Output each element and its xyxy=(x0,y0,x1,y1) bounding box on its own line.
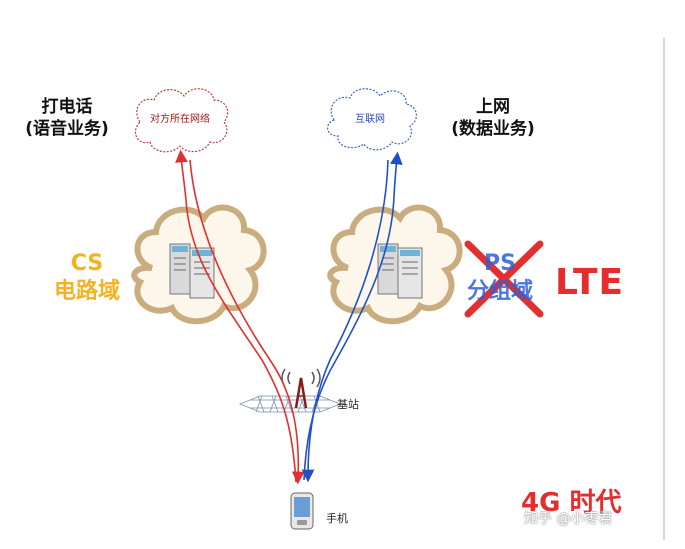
ps-label-line2: 分组域 xyxy=(466,279,533,304)
data-service-title: 上网 (数据业务) xyxy=(438,96,548,140)
destination-network-label: 对方所在网络 xyxy=(150,114,210,125)
ps-label-line1: PS xyxy=(484,251,516,276)
ps-crossed-out-icon xyxy=(464,240,544,318)
lte-label: LTE xyxy=(555,262,625,303)
voice-title-line2: (语音业务) xyxy=(25,119,109,139)
cs-label-line1: CS xyxy=(70,251,104,276)
phone-label: 手机 xyxy=(326,512,348,525)
internet-label: 互联网 xyxy=(355,114,385,125)
cs-label-line2: 电路域 xyxy=(53,279,120,304)
destination-network-cloud xyxy=(135,88,229,153)
base-station-label: 基站 xyxy=(337,398,359,411)
mobile-phone-icon xyxy=(290,492,314,530)
cs-domain-label: CS 电路域 xyxy=(42,250,132,306)
voice-service-title: 打电话 (语音业务) xyxy=(22,96,112,140)
watermark: 知乎 @小枣君 xyxy=(524,511,613,527)
data-arrow-down xyxy=(301,159,389,483)
ps-domain-label: PS 分组域 xyxy=(460,250,540,306)
voice-call-arrow xyxy=(175,149,297,483)
internet-cloud xyxy=(327,88,417,151)
data-title-line1: 上网 xyxy=(476,97,510,117)
cs-core-server-icon xyxy=(169,243,215,299)
voice-title-line1: 打电话 xyxy=(41,97,93,117)
era-label: 4G 时代 xyxy=(521,488,622,518)
voice-call-arrow-down xyxy=(189,159,305,485)
data-title-line2: (数据业务) xyxy=(451,119,535,139)
